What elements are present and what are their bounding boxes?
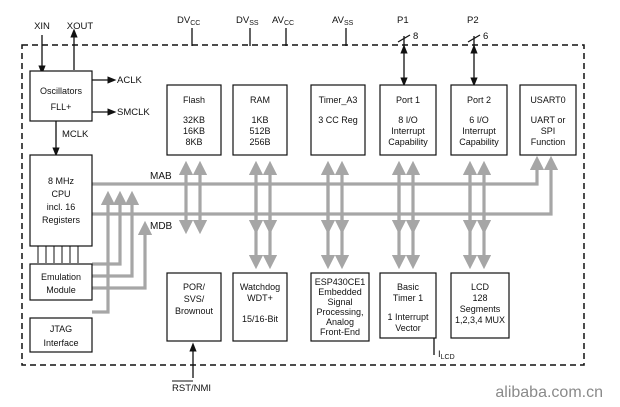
xout-label: XOUT	[67, 21, 94, 32]
usart0-block: USART0 UART or SPI Function	[519, 84, 577, 156]
avss-label: AVSS	[332, 15, 354, 27]
flash-line-2: 32KB	[183, 115, 205, 125]
bus-lines	[62, 154, 559, 314]
cpu-line-2: CPU	[51, 189, 70, 199]
port2-line-4: Capability	[459, 137, 499, 147]
por-block: POR/ SVS/ Brownout	[166, 272, 222, 342]
usart0-line-4: Function	[531, 137, 566, 147]
mclk-label: MCLK	[62, 129, 89, 140]
mdb-bus	[92, 155, 559, 216]
esp430-line-5: Analog	[326, 317, 354, 327]
xin-label: XIN	[34, 21, 50, 32]
lcd-line-2: 128	[472, 293, 487, 303]
port1-line-2: 8 I/O	[398, 115, 418, 125]
port2-line-2: 6 I/O	[469, 115, 489, 125]
lcd-line-3: Segments	[460, 304, 501, 314]
lcd-line-1: LCD	[471, 282, 490, 292]
dvss-label: DVSS	[236, 15, 259, 27]
watermark: alibaba.com.cn	[495, 384, 603, 401]
basic-timer-line-2: Timer 1	[393, 293, 423, 303]
ram-block: RAM 1KB 512B 256B	[232, 84, 288, 156]
por-line-2: SVS/	[184, 294, 205, 304]
ram-line-4: 256B	[249, 137, 270, 147]
mab-bus	[92, 155, 545, 186]
oscillators-line-1: Oscillators	[40, 86, 83, 96]
ilcd-label: ILCD	[438, 349, 455, 361]
timer-a3-line-2: 3 CC Reg	[318, 115, 358, 125]
watchdog-line-3: 15/16-Bit	[242, 314, 279, 324]
cpu-line-3: incl. 16	[47, 202, 76, 212]
cpu-emulation-lines	[37, 246, 79, 263]
usart0-line-2: UART or	[531, 115, 566, 125]
basic-timer-line-3: 1 Interrupt	[387, 312, 429, 322]
port1-block: Port 1 8 I/O Interrupt Capability	[379, 84, 437, 156]
esp430-line-3: Signal	[327, 297, 352, 307]
oscillators-line-2: FLL+	[51, 102, 72, 112]
p2-slash	[467, 34, 481, 43]
p1-width-label: 8	[413, 31, 418, 42]
jtag-block: JTAG Interface	[29, 317, 93, 353]
aclk-label: ACLK	[117, 75, 142, 86]
cpu-line-4: Registers	[42, 215, 81, 225]
timer-a3-line-1: Timer_A3	[319, 95, 358, 105]
esp430-block: ESP430CE1 Embedded Signal Processing, An…	[310, 272, 370, 342]
flash-block: Flash 32KB 16KB 8KB	[166, 84, 222, 156]
p2-label: P2	[467, 15, 479, 26]
port1-line-4: Capability	[388, 137, 428, 147]
flash-line-4: 8KB	[185, 137, 202, 147]
usart0-line-1: USART0	[530, 95, 565, 105]
oscillators-block: Oscillators FLL+	[29, 70, 93, 122]
p1-label: P1	[397, 15, 409, 26]
flash-line-3: 16KB	[183, 126, 205, 136]
ram-line-1: RAM	[250, 95, 270, 105]
watchdog-block: Watchdog WDT+ 15/16-Bit	[232, 272, 288, 342]
emulation-line-2: Module	[46, 285, 76, 295]
jtag-line-1: JTAG	[50, 324, 72, 334]
basic-timer-line-4: Vector	[395, 323, 421, 333]
ram-line-3: 512B	[249, 126, 270, 136]
watchdog-line-2: WDT+	[247, 293, 273, 303]
esp430-line-4: Processing,	[316, 307, 363, 317]
watchdog-line-1: Watchdog	[240, 282, 280, 292]
mab-label: MAB	[150, 171, 172, 182]
port1-line-3: Interrupt	[391, 126, 425, 136]
por-line-1: POR/	[183, 282, 206, 292]
rst-nmi-label: RST/NMI	[172, 383, 211, 394]
esp430-line-2: Embedded	[318, 287, 362, 297]
port2-block: Port 2 6 I/O Interrupt Capability	[450, 84, 508, 156]
timer-a3-block: Timer_A3 3 CC Reg	[310, 84, 366, 156]
emulation-block: Emulation Module	[29, 263, 93, 301]
lcd-line-4: 1,2,3,4 MUX	[455, 315, 505, 325]
signal-lines	[38, 28, 481, 378]
usart0-line-3: SPI	[541, 126, 556, 136]
port1-line-1: Port 1	[396, 95, 420, 105]
basic-timer-block: Basic Timer 1 1 Interrupt Vector	[379, 272, 437, 339]
port2-line-3: Interrupt	[462, 126, 496, 136]
lcd-block: LCD 128 Segments 1,2,3,4 MUX	[450, 272, 510, 339]
por-line-3: Brownout	[175, 306, 214, 316]
basic-timer-line-1: Basic	[397, 282, 420, 292]
smclk-label: SMCLK	[117, 107, 150, 118]
cpu-line-1: 8 MHz	[48, 176, 75, 186]
jtag-line-2: Interface	[43, 338, 78, 348]
emulation-line-1: Emulation	[41, 272, 81, 282]
p1-slash	[397, 34, 411, 43]
cpu-block: 8 MHz CPU incl. 16 Registers	[29, 154, 93, 247]
chip-boundary	[21, 44, 585, 366]
port2-line-1: Port 2	[467, 95, 491, 105]
flash-line-1: Flash	[183, 95, 205, 105]
esp430-line-6: Front-End	[320, 327, 360, 337]
ram-line-2: 1KB	[251, 115, 268, 125]
mdb-label: MDB	[150, 221, 173, 232]
dvcc-label: DVCC	[177, 15, 200, 27]
p2-width-label: 6	[483, 31, 488, 42]
esp430-line-1: ESP430CE1	[315, 277, 366, 287]
avcc-label: AVCC	[272, 15, 294, 27]
